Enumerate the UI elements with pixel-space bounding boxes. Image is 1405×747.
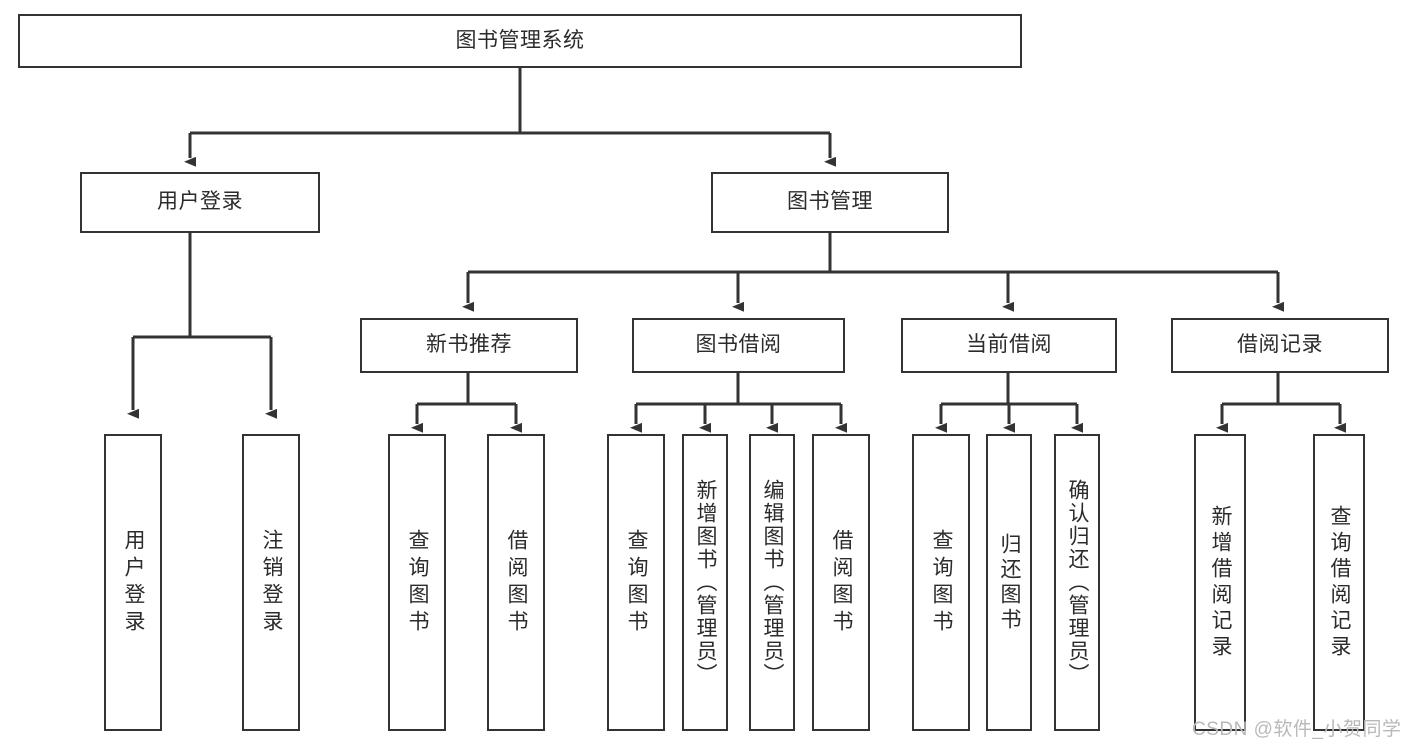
node-leaf-query-book-borrow[interactable]: 查询图书: [607, 434, 665, 731]
node-leaf-return-book[interactable]: 归还图书: [986, 434, 1032, 731]
node-leaf-borrow-book-recommend[interactable]: 借阅图书: [487, 434, 545, 731]
node-leaf-confirm-return-admin[interactable]: 确认归还（管理员）: [1054, 434, 1100, 731]
node-label: 查询图书: [930, 528, 954, 637]
node-label: 新增借阅记录: [1209, 504, 1233, 661]
node-label: 注销登录: [260, 528, 284, 637]
node-label: 借阅图书: [505, 528, 529, 637]
node-new-book-recommend[interactable]: 新书推荐: [360, 318, 578, 373]
node-user-login[interactable]: 用户登录: [80, 172, 320, 233]
node-book-borrow[interactable]: 图书借阅: [632, 318, 845, 373]
node-label: 归还图书: [998, 532, 1022, 633]
node-label: 借阅图书: [830, 528, 854, 637]
node-leaf-query-book-recommend[interactable]: 查询图书: [388, 434, 446, 731]
node-label: 借阅记录: [1237, 333, 1323, 357]
node-borrow-record[interactable]: 借阅记录: [1171, 318, 1389, 373]
node-label: 图书管理系统: [455, 28, 585, 52]
node-book-management[interactable]: 图书管理: [711, 172, 949, 233]
node-leaf-logout[interactable]: 注销登录: [242, 434, 300, 731]
node-label: 确认归还（管理员）: [1066, 479, 1090, 686]
node-leaf-query-borrow-record[interactable]: 查询借阅记录: [1313, 434, 1365, 731]
node-leaf-user-login[interactable]: 用户登录: [104, 434, 162, 731]
node-label: 当前借阅: [966, 333, 1052, 357]
node-leaf-add-book-admin[interactable]: 新增图书（管理员）: [682, 434, 728, 731]
node-label: 查询图书: [406, 528, 430, 637]
node-leaf-query-book-current[interactable]: 查询图书: [912, 434, 970, 731]
node-leaf-borrow-book[interactable]: 借阅图书: [812, 434, 870, 731]
node-label: 用户登录: [122, 528, 146, 637]
node-current-borrow[interactable]: 当前借阅: [901, 318, 1117, 373]
node-label: 查询借阅记录: [1328, 504, 1352, 661]
node-label: 编辑图书（管理员）: [761, 479, 785, 686]
node-leaf-edit-book-admin[interactable]: 编辑图书（管理员）: [749, 434, 795, 731]
node-label: 新增图书（管理员）: [694, 479, 718, 686]
node-label: 图书借阅: [695, 333, 782, 357]
node-label: 查询图书: [625, 528, 649, 637]
node-leaf-add-borrow-record[interactable]: 新增借阅记录: [1194, 434, 1246, 731]
node-label: 用户登录: [157, 190, 243, 214]
node-label: 新书推荐: [426, 333, 512, 357]
node-label: 图书管理: [787, 190, 873, 214]
node-root-book-management-system[interactable]: 图书管理系统: [18, 14, 1022, 68]
